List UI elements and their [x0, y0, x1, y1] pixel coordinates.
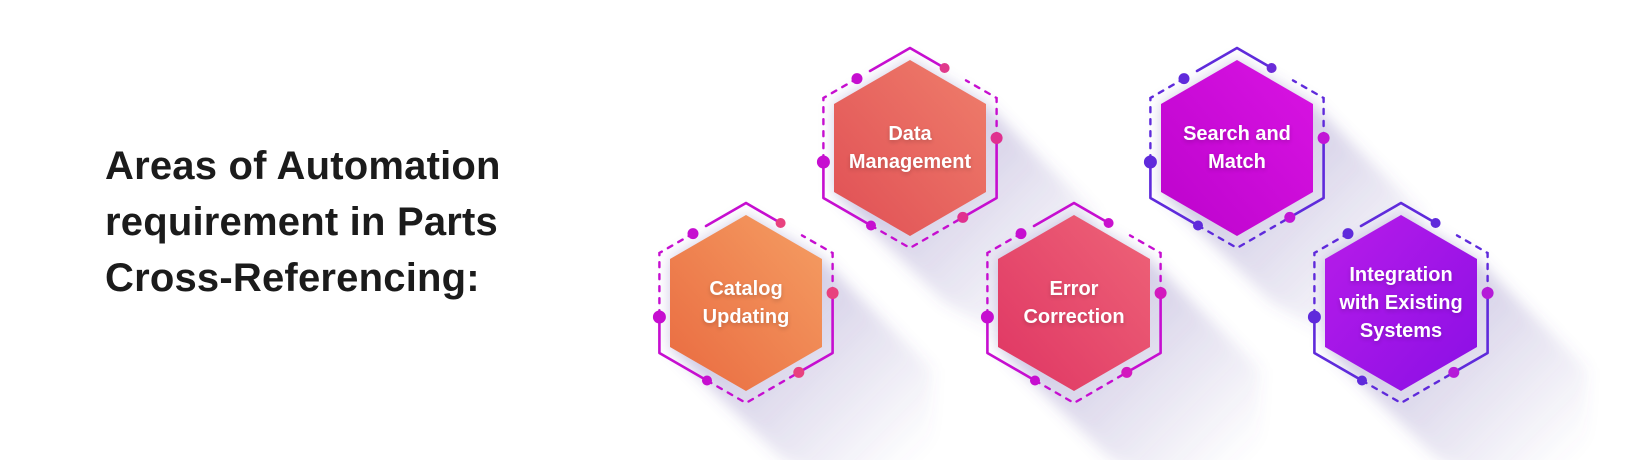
decorative-dot	[1143, 155, 1157, 169]
decorative-dot	[1430, 218, 1441, 228]
decorative-dashed-line	[1313, 232, 1350, 319]
decorative-dashed-line	[658, 232, 695, 319]
decorative-dot	[1266, 63, 1277, 73]
hexagon-label-data-management: Data Management	[848, 123, 972, 173]
decorative-dot	[702, 375, 712, 386]
decorative-dot	[851, 73, 863, 85]
decorative-dashed-line	[1149, 77, 1186, 164]
decorative-dashed-line	[869, 216, 964, 250]
decorative-dot	[866, 220, 876, 231]
hexagon-error-correction: Error Correction	[859, 103, 1289, 460]
decorative-dot	[826, 287, 839, 299]
decorative-dashed-line	[1455, 234, 1489, 295]
page-title: Areas of Automation requirement in Parts…	[105, 144, 501, 300]
decorative-solid-line	[1359, 201, 1437, 228]
decorative-dot	[1015, 228, 1027, 240]
decorative-dot	[1103, 218, 1114, 228]
decorative-dot	[1284, 211, 1296, 223]
decorative-solid-line	[1125, 291, 1162, 374]
decorative-dot	[1193, 220, 1203, 231]
decorative-solid-line	[1452, 291, 1489, 374]
decorative-solid-line	[658, 315, 709, 382]
decorative-solid-line	[1313, 315, 1364, 382]
decorative-dashed-line	[964, 79, 998, 140]
hexagon-body	[1325, 215, 1477, 391]
decorative-dot	[652, 310, 666, 324]
decorative-solid-line	[1149, 160, 1200, 227]
decorative-solid-line	[1032, 201, 1110, 228]
hexagon-graphic-error-correction	[980, 201, 1260, 460]
decorative-dot	[687, 228, 699, 240]
hexagon-graphic-catalog-updating	[652, 201, 932, 460]
decorative-dot	[1357, 375, 1367, 386]
decorative-dashed-line	[1291, 79, 1325, 140]
decorative-dashed-line	[705, 371, 800, 405]
hexagon-integration-with-existing-systems: Integration with Existing Systems	[1186, 103, 1616, 460]
decorative-solid-line	[822, 160, 873, 227]
hexagon-label-integration-with-existing-systems: Integration with Existing Systems	[1339, 264, 1463, 342]
decorative-solid-line	[1288, 136, 1325, 219]
decorative-solid-line	[961, 136, 998, 219]
decorative-dot	[1030, 375, 1040, 386]
decorative-solid-line	[1195, 46, 1273, 73]
decorative-dashed-line	[822, 77, 859, 164]
hexagon-label-error-correction: Error Correction	[1023, 278, 1125, 328]
decorative-dot	[816, 155, 830, 169]
decorative-dot	[1307, 310, 1321, 324]
decorative-dashed-line	[986, 232, 1023, 319]
decorative-dot	[939, 63, 950, 73]
hexagon-graphic-integration-with-existing-systems	[1307, 201, 1587, 460]
hexagon-body	[1161, 60, 1313, 236]
decorative-dot	[1481, 287, 1494, 299]
decorative-dot	[1121, 366, 1133, 378]
decorative-dashed-line	[1196, 216, 1291, 250]
decorative-dashed-line	[1033, 371, 1128, 405]
decorative-solid-line	[704, 201, 782, 228]
decorative-dot	[1154, 287, 1167, 299]
hexagon-label-catalog-updating: Catalog Updating	[702, 278, 790, 328]
decorative-dot	[1448, 366, 1460, 378]
decorative-solid-line	[986, 315, 1037, 382]
decorative-dot	[980, 310, 994, 324]
decorative-dot	[1178, 73, 1190, 85]
hexagon-body	[834, 60, 986, 236]
hexagon-label-search-and-match: Search and Match	[1183, 123, 1291, 173]
decorative-dot	[775, 218, 786, 228]
decorative-dashed-line	[800, 234, 834, 295]
decorative-dot	[957, 211, 969, 223]
decorative-solid-line	[797, 291, 834, 374]
decorative-dot	[1317, 132, 1330, 144]
decorative-dashed-line	[1360, 371, 1455, 405]
hexagon-catalog-updating: Catalog Updating	[531, 103, 961, 460]
hexagon-body	[998, 215, 1150, 391]
decorative-solid-line	[868, 46, 946, 73]
decorative-dot	[793, 366, 805, 378]
decorative-dashed-line	[1128, 234, 1162, 295]
hexagon-body	[670, 215, 822, 391]
decorative-dot	[1342, 228, 1354, 240]
decorative-dot	[990, 132, 1003, 144]
